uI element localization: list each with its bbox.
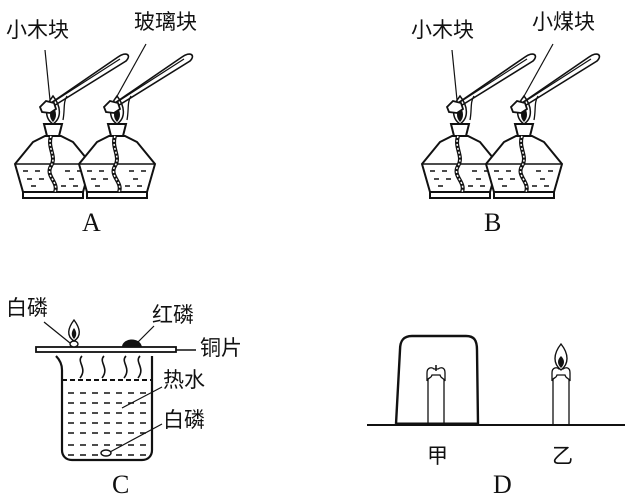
label-white-phosphorus-water: 白磷	[163, 408, 205, 432]
bell-jar	[394, 334, 480, 425]
leader-line-coal-b	[522, 43, 554, 99]
panel-d	[367, 334, 625, 426]
tongs-coal-block-b	[510, 53, 601, 114]
beaker	[55, 355, 154, 462]
red-phosphorus	[122, 339, 142, 347]
label-jia: 甲	[427, 444, 448, 468]
tongs-glass-block-a	[103, 53, 194, 114]
label-hot-water: 热水	[163, 368, 205, 392]
label-wood-block-b: 小木块	[411, 18, 474, 42]
label-glass-block-a: 玻璃块	[134, 10, 197, 34]
white-phosphorus-burning	[68, 318, 80, 348]
leader-line-glass-a	[115, 43, 147, 99]
label-coal-block-b: 小煤块	[532, 10, 595, 34]
copper-sheet	[35, 346, 177, 353]
white-phosphorus-in-water	[100, 449, 112, 457]
hot-water	[68, 392, 146, 456]
candle-yi-burning	[551, 342, 571, 426]
caption-d: D	[493, 470, 512, 499]
leader-line-wood-a	[44, 49, 51, 101]
caption-a: A	[82, 208, 101, 237]
label-yi: 乙	[552, 444, 573, 468]
panel-a	[13, 43, 194, 200]
caption-b: B	[484, 208, 502, 237]
label-white-phosphorus-top: 白磷	[6, 296, 48, 320]
label-wood-block-a: 小木块	[6, 18, 69, 42]
panel-c	[35, 318, 196, 462]
panel-b	[420, 43, 601, 200]
candle-jia-extinguished	[426, 365, 446, 426]
leader-line-wood-b	[451, 49, 458, 101]
steam	[79, 355, 142, 379]
label-red-phosphorus: 红磷	[152, 303, 194, 327]
caption-c: C	[112, 470, 130, 499]
label-copper-sheet: 铜片	[200, 336, 242, 360]
